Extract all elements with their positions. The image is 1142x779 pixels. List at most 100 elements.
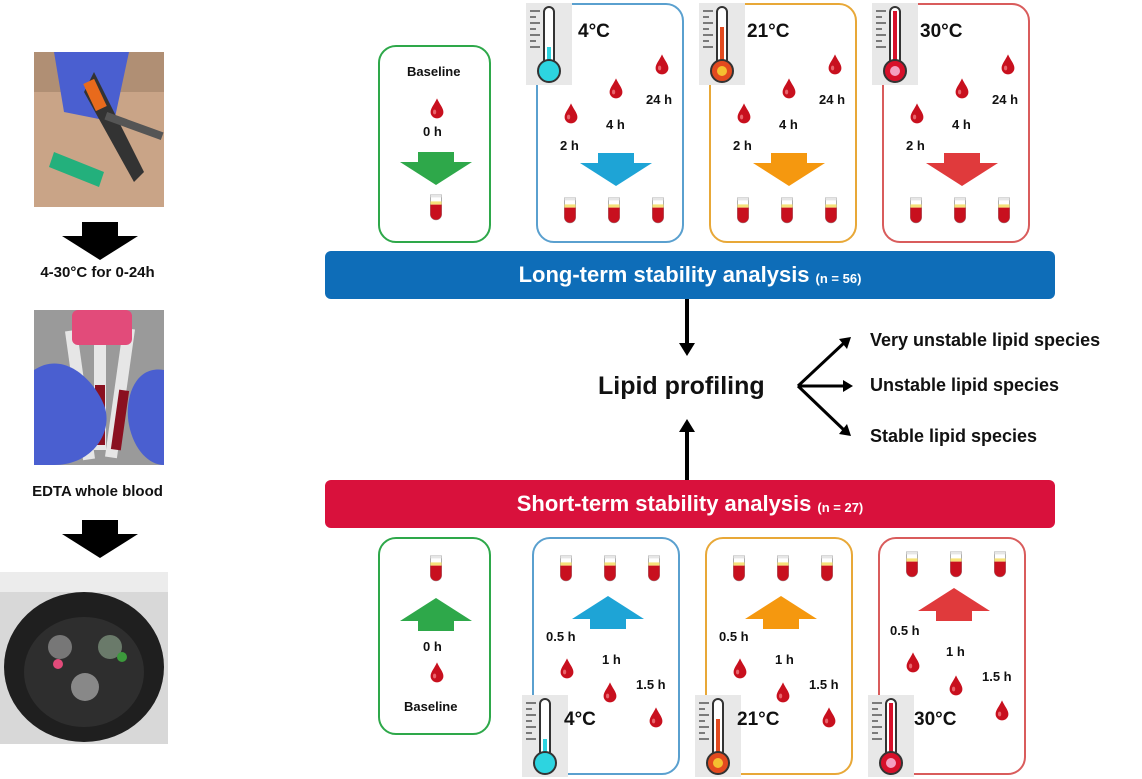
outcome-stable: Stable lipid species <box>870 426 1038 446</box>
blood-drop-icon <box>560 658 574 679</box>
short-term-banner: Short-term stability analysis (n = 27) <box>325 480 1055 528</box>
long-4c-time-4h: 4 h <box>606 117 625 132</box>
short-30c-panel: 0.5 h 1 h 1.5 h 30°C <box>868 537 1026 777</box>
blood-drop-icon <box>995 700 1009 721</box>
long-30c-temp: 30°C <box>920 21 963 42</box>
edta-blood-label: EDTA whole blood <box>32 483 163 500</box>
blood-drop-icon <box>822 707 836 728</box>
blood-drop-icon <box>910 103 924 124</box>
blood-tube-icon <box>563 197 577 224</box>
blood-tube-icon <box>776 555 790 582</box>
blood-drop-icon <box>430 662 444 683</box>
blood-tube-icon <box>603 555 617 582</box>
red-down-arrow-icon <box>926 153 998 186</box>
long-4c-time-2h: 2 h <box>560 138 579 153</box>
up-arrow-to-profiling-icon <box>679 419 695 480</box>
blood-drop-icon <box>603 682 617 703</box>
long-21c-time-24h: 24 h <box>819 92 846 107</box>
short-term-banner-n: (n = 27) <box>817 499 864 515</box>
blood-tube-icon <box>559 555 573 582</box>
blood-tube-icon <box>429 555 443 582</box>
long-4c-temp: 4°C <box>578 21 610 42</box>
thermometer-warm-icon <box>872 3 918 85</box>
red-up-arrow-icon <box>918 588 990 621</box>
blood-drop-icon <box>564 103 578 124</box>
blood-drop-icon <box>906 652 920 673</box>
blood-drop-icon <box>649 707 663 728</box>
blood-drop-icon <box>782 78 796 99</box>
blood-tube-icon <box>953 197 967 224</box>
blood-tube-icon <box>429 194 443 221</box>
down-arrow-icon <box>62 520 138 558</box>
long-term-banner-title: Long-term stability analysis <box>518 262 810 287</box>
short-30c-time-1.5h: 1.5 h <box>982 669 1012 684</box>
blood-drop-icon <box>430 98 444 119</box>
lipid-profiling-label: Lipid profiling <box>598 372 765 400</box>
blood-draw-photo <box>34 52 164 207</box>
long-30c-time-4h: 4 h <box>952 117 971 132</box>
orange-up-arrow-icon <box>745 596 817 629</box>
short-4c-panel: 0.5 h 1 h 1.5 h 4°C <box>522 537 680 777</box>
long-term-banner-n: (n = 56) <box>815 270 862 286</box>
down-arrow-icon <box>62 222 138 260</box>
thermometer-room-icon <box>695 695 741 777</box>
short-21c-time-1.5h: 1.5 h <box>809 677 839 692</box>
blood-tube-icon <box>780 197 794 224</box>
long-21c-time-4h: 4 h <box>779 117 798 132</box>
outcome-very-unstable: Very unstable lipid species <box>870 330 1101 350</box>
thermometer-warm-icon <box>868 695 914 777</box>
blood-tube-icon <box>651 197 665 224</box>
blood-drop-icon <box>776 682 790 703</box>
long-21c-panel: 21°C 24 h 4 h 2 h <box>699 3 857 243</box>
blood-drop-icon <box>949 675 963 696</box>
long-term-banner: Long-term stability analysis (n = 56) <box>325 251 1055 299</box>
long-30c-time-2h: 2 h <box>906 138 925 153</box>
blood-tube-icon <box>949 551 963 578</box>
short-21c-time-1h: 1 h <box>775 652 794 667</box>
blood-tube-icon <box>905 551 919 578</box>
blood-tubes-photo <box>34 310 164 465</box>
down-arrow-to-profiling-icon <box>679 299 695 356</box>
blood-tube-icon <box>909 197 923 224</box>
short-21c-time-0.5h: 0.5 h <box>719 629 749 644</box>
short-30c-time-0.5h: 0.5 h <box>890 623 920 638</box>
blood-tube-icon <box>993 551 1007 578</box>
orange-down-arrow-icon <box>753 153 825 186</box>
blue-up-arrow-icon <box>572 596 644 629</box>
short-baseline-time: 0 h <box>423 639 442 654</box>
long-baseline-time: 0 h <box>423 124 442 139</box>
centrifuge-photo <box>0 572 168 744</box>
long-21c-time-2h: 2 h <box>733 138 752 153</box>
short-baseline-title: Baseline <box>404 699 458 714</box>
blood-drop-icon <box>737 103 751 124</box>
short-4c-time-1h: 1 h <box>602 652 621 667</box>
thermometer-room-icon <box>699 3 745 85</box>
green-up-arrow-icon <box>400 598 472 631</box>
blood-drop-icon <box>828 54 842 75</box>
blood-tube-icon <box>732 555 746 582</box>
blood-tube-icon <box>997 197 1011 224</box>
blood-tube-icon <box>736 197 750 224</box>
thermometer-cold-icon <box>526 3 572 85</box>
long-baseline-title: Baseline <box>407 64 461 79</box>
blood-drop-icon <box>955 78 969 99</box>
short-30c-time-1h: 1 h <box>946 644 965 659</box>
blood-tube-icon <box>824 197 838 224</box>
blood-tube-icon <box>820 555 834 582</box>
outcome-unstable: Unstable lipid species <box>870 375 1060 395</box>
branch-arrows-icon <box>796 337 853 436</box>
short-30c-temp: 30°C <box>914 709 957 730</box>
short-baseline-panel: 0 h Baseline <box>378 537 491 735</box>
short-term-banner-title: Short-term stability analysis <box>516 491 812 516</box>
long-30c-time-24h: 24 h <box>992 92 1019 107</box>
short-21c-panel: 0.5 h 1 h 1.5 h 21°C <box>695 537 853 777</box>
thermometer-cold-icon <box>522 695 568 777</box>
blood-tube-icon <box>647 555 661 582</box>
long-30c-panel: 30°C 24 h 4 h 2 h <box>872 3 1030 243</box>
short-4c-time-0.5h: 0.5 h <box>546 629 576 644</box>
green-down-arrow-icon <box>400 152 472 185</box>
blood-drop-icon <box>733 658 747 679</box>
long-baseline-panel: Baseline 0 h <box>378 45 491 243</box>
blood-drop-icon <box>655 54 669 75</box>
long-4c-time-24h: 24 h <box>646 92 673 107</box>
